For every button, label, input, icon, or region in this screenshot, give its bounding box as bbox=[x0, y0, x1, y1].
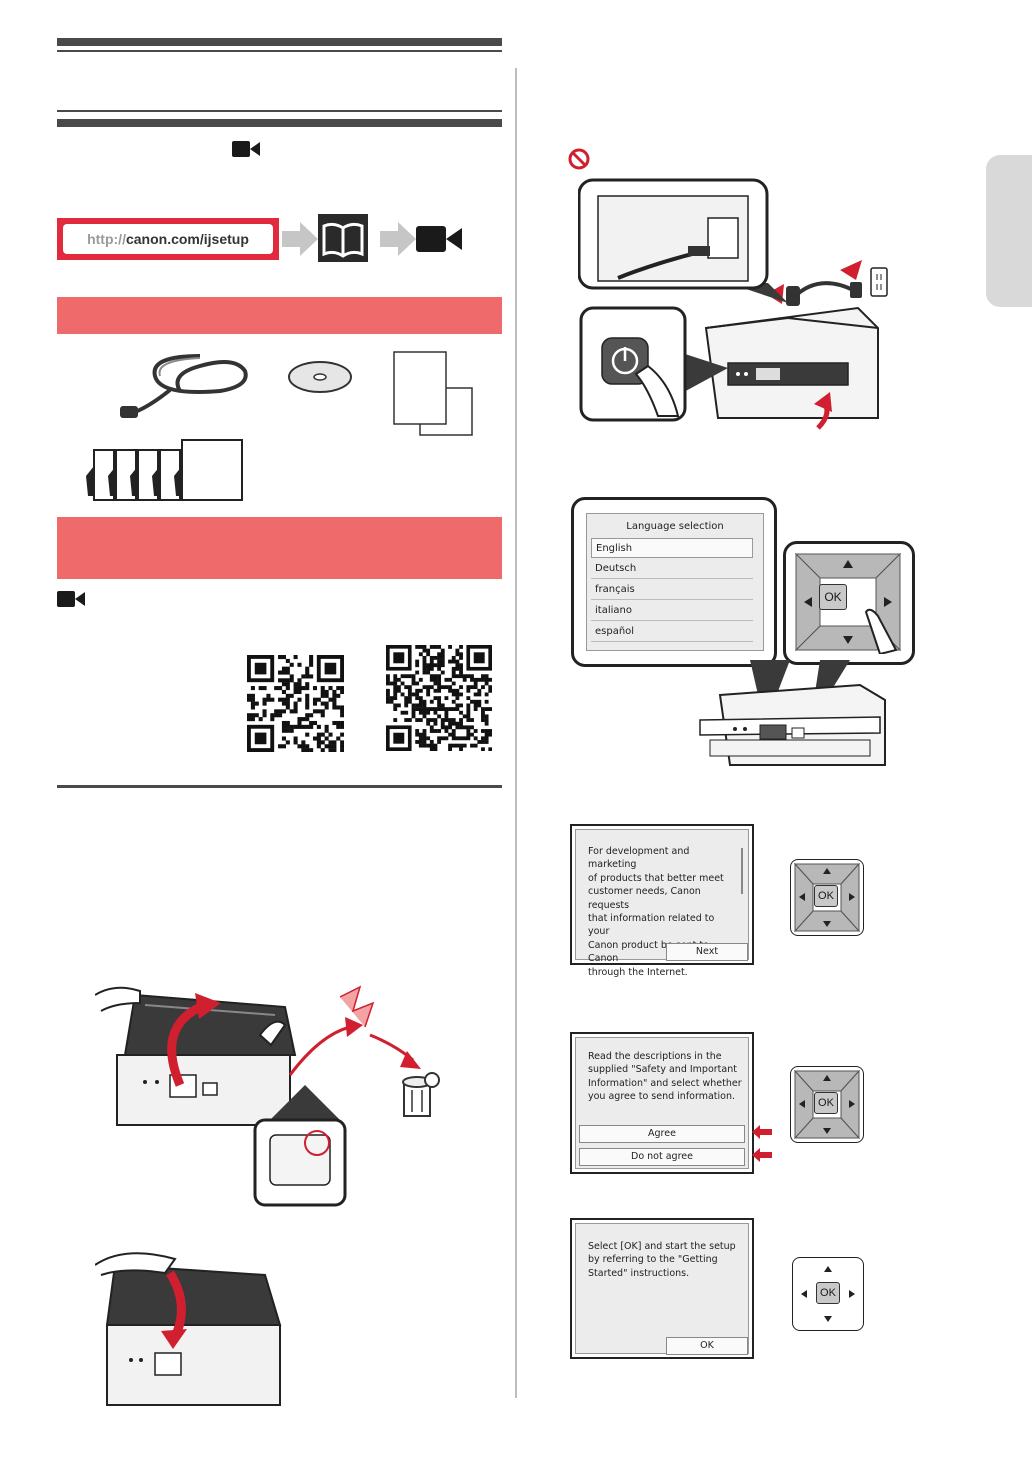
language-side-tab bbox=[986, 155, 1032, 307]
arrow-left-icon bbox=[801, 1290, 807, 1298]
ok-text: Select [OK] and start the setup by referr… bbox=[588, 1240, 743, 1280]
screen-text-line: Read the descriptions in the bbox=[588, 1051, 722, 1062]
do-not-agree-button[interactable]: Do not agree bbox=[579, 1148, 745, 1166]
screen-text-line: Started" instructions. bbox=[588, 1267, 690, 1279]
screen-text-line: Canon product be sent to Canon bbox=[588, 939, 709, 965]
qr-code[interactable] bbox=[386, 645, 492, 751]
ok-button[interactable]: OK bbox=[819, 584, 847, 610]
section-bar-setup bbox=[57, 517, 502, 579]
ok-button[interactable]: OK bbox=[816, 1282, 840, 1304]
ink-tanks-illustration bbox=[86, 439, 243, 501]
pointer-arrow-icon bbox=[752, 1125, 772, 1139]
mid-rule-thin bbox=[57, 110, 502, 112]
screen-text-line: Select [OK] and start the setup bbox=[588, 1241, 736, 1252]
printer-illustration bbox=[699, 660, 886, 766]
screen-text-line: by referring to the "Getting bbox=[588, 1254, 718, 1266]
ok-button[interactable]: OK bbox=[814, 885, 838, 907]
video-camera-icon bbox=[232, 141, 260, 157]
screen-text-line: through the Internet. bbox=[588, 966, 688, 978]
top-rule-thin bbox=[57, 50, 502, 52]
agree-text: Read the descriptions in the supplied "Sa… bbox=[588, 1050, 743, 1104]
connect-power-illustration bbox=[578, 178, 888, 430]
setup-url[interactable]: http://canon.com/ijsetup bbox=[63, 224, 273, 254]
dpad[interactable] bbox=[793, 862, 861, 933]
section-bar-box-contents bbox=[57, 297, 502, 334]
agree-button[interactable]: Agree bbox=[579, 1125, 745, 1143]
arrow-up-icon bbox=[823, 868, 831, 874]
language-option[interactable]: italiano bbox=[591, 601, 753, 621]
screen-text-line: you agree to send information. bbox=[588, 1091, 736, 1103]
top-rule-thick bbox=[57, 38, 502, 46]
arrow-right-icon bbox=[849, 1100, 855, 1108]
agree-screen-frame: Read the descriptions in the supplied "Sa… bbox=[570, 1032, 754, 1174]
close-scanner-unit-illustration bbox=[95, 1252, 282, 1406]
language-option[interactable]: français bbox=[591, 580, 753, 600]
language-screen-title: Language selection bbox=[626, 521, 724, 532]
scroll-bar[interactable] bbox=[741, 848, 743, 894]
open-book-icon bbox=[318, 214, 368, 262]
arrow-right-icon bbox=[282, 222, 318, 256]
ok-screen: Select [OK] and start the setup by referr… bbox=[575, 1223, 749, 1355]
dpad-frame: OK bbox=[790, 859, 864, 936]
qr-code[interactable] bbox=[247, 655, 344, 752]
screen-text-line: of products that better meet bbox=[588, 872, 724, 884]
arrow-up-icon bbox=[824, 1266, 832, 1272]
dpad[interactable] bbox=[795, 1260, 861, 1328]
pointer-arrow-icon bbox=[752, 1148, 772, 1162]
arrow-right-icon bbox=[884, 597, 892, 607]
arrow-down-icon bbox=[843, 636, 853, 644]
agree-screen: Read the descriptions in the supplied "Sa… bbox=[575, 1037, 749, 1169]
dpad-zoom: OK bbox=[783, 541, 915, 665]
dpad-frame: OK bbox=[790, 1066, 864, 1143]
language-option[interactable]: español bbox=[591, 622, 753, 642]
arrow-left-icon bbox=[804, 597, 812, 607]
setup-url-box[interactable]: http://canon.com/ijsetup bbox=[57, 218, 279, 260]
mid-rule-thick bbox=[57, 119, 502, 127]
section-rule bbox=[57, 785, 502, 788]
screen-text-line: Information" and select whether bbox=[588, 1077, 742, 1089]
screen-text-line: customer needs, Canon requests bbox=[588, 886, 701, 911]
ok-screen-frame: Select [OK] and start the setup by referr… bbox=[570, 1218, 754, 1359]
arrow-up-icon bbox=[843, 560, 853, 568]
arrow-up-icon bbox=[823, 1075, 831, 1081]
url-main: canon.com/ijsetup bbox=[125, 231, 249, 247]
prohibited-icon bbox=[568, 148, 590, 170]
arrow-right-icon bbox=[849, 1290, 855, 1298]
manuals-illustration bbox=[393, 351, 473, 436]
next-button[interactable]: Next bbox=[666, 943, 748, 961]
arrow-down-icon bbox=[823, 921, 831, 927]
video-camera-icon bbox=[57, 591, 85, 607]
screen-text-line: that information related to your bbox=[588, 913, 715, 938]
language-option[interactable]: Deutsch bbox=[591, 559, 753, 579]
ok-button[interactable]: OK bbox=[814, 1092, 838, 1114]
arrow-down-icon bbox=[823, 1128, 831, 1134]
dpad[interactable] bbox=[793, 1069, 861, 1140]
arrow-left-icon bbox=[799, 1100, 805, 1108]
column-divider bbox=[515, 68, 517, 1398]
url-prefix: http:// bbox=[87, 231, 126, 247]
language-option[interactable]: English bbox=[591, 538, 753, 558]
dpad-frame: OK bbox=[792, 1257, 864, 1331]
arrow-right-icon bbox=[849, 893, 855, 901]
power-cord-illustration bbox=[120, 354, 248, 418]
arrow-right-icon bbox=[380, 222, 416, 256]
screen-text-line: For development and marketing bbox=[588, 846, 690, 871]
trash-can-icon bbox=[402, 1072, 440, 1117]
cd-rom-illustration bbox=[288, 361, 352, 393]
ok-screen-button[interactable]: OK bbox=[666, 1337, 748, 1355]
open-scanner-unit-illustration bbox=[95, 985, 421, 1207]
arrow-left-icon bbox=[799, 893, 805, 901]
dpad[interactable] bbox=[792, 550, 904, 654]
screen-text-line: supplied "Safety and Important bbox=[588, 1064, 737, 1076]
video-camera-icon bbox=[416, 226, 462, 252]
arrow-down-icon bbox=[824, 1316, 832, 1322]
